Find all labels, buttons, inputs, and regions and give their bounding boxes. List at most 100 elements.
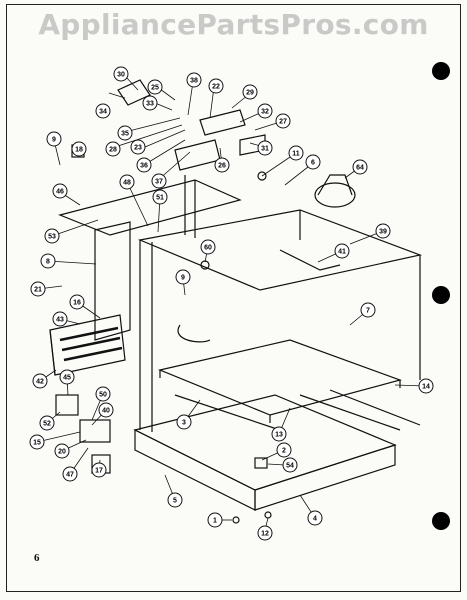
callout-label: 21 xyxy=(34,287,42,294)
callout-17: 17 xyxy=(91,462,107,478)
callout-label: 51 xyxy=(156,195,164,202)
callout-label: 32 xyxy=(261,109,269,116)
callout-label: 30 xyxy=(117,72,125,79)
callout-9: 9 xyxy=(175,269,191,285)
callout-15: 15 xyxy=(29,434,45,450)
callout-21: 21 xyxy=(30,281,46,297)
callout-label: 41 xyxy=(338,249,346,256)
callout-label: 6 xyxy=(311,160,315,167)
callout-50: 50 xyxy=(95,386,111,402)
callout-47: 47 xyxy=(62,466,78,482)
callout-32: 32 xyxy=(257,103,273,119)
callout-label: 22 xyxy=(212,84,220,91)
page-number: 6 xyxy=(34,552,40,564)
callout-label: 25 xyxy=(151,85,159,92)
callout-label: 36 xyxy=(140,163,148,170)
callout-label: 20 xyxy=(58,449,66,456)
callout-label: 18 xyxy=(75,147,83,154)
callout-11: 11 xyxy=(288,145,304,161)
callout-16: 16 xyxy=(69,294,85,310)
callout-label: 15 xyxy=(33,440,41,447)
callout-52: 52 xyxy=(39,415,55,431)
callout-9: 9 xyxy=(46,131,62,147)
callout-45: 45 xyxy=(59,369,75,385)
callout-30: 30 xyxy=(113,66,129,82)
callout-51: 51 xyxy=(152,189,168,205)
callout-label: 38 xyxy=(190,78,198,85)
callout-label: 7 xyxy=(366,308,370,315)
callout-label: 64 xyxy=(356,165,364,172)
callout-46: 46 xyxy=(52,183,68,199)
callout-label: 5 xyxy=(173,498,177,505)
callout-label: 13 xyxy=(275,432,283,439)
callout-label: 31 xyxy=(261,146,269,153)
callout-label: 12 xyxy=(261,531,269,538)
callout-2: 2 xyxy=(276,442,292,458)
callout-label: 48 xyxy=(123,180,131,187)
callout-label: 9 xyxy=(181,275,185,282)
fan-shroud xyxy=(314,182,356,208)
callout-3: 3 xyxy=(176,414,192,430)
callout-label: 29 xyxy=(246,90,254,97)
callout-27: 27 xyxy=(275,113,291,129)
callout-label: 11 xyxy=(292,151,300,158)
callout-34: 34 xyxy=(95,103,111,119)
callout-label: 45 xyxy=(63,375,71,382)
callout-43: 43 xyxy=(52,311,68,327)
callout-label: 46 xyxy=(56,189,64,196)
callout-60: 60 xyxy=(200,239,216,255)
callout-label: 54 xyxy=(286,463,294,470)
callout-label: 8 xyxy=(46,259,50,266)
callout-label: 42 xyxy=(36,379,44,386)
binder-hole-bottom xyxy=(432,512,450,530)
callout-53: 53 xyxy=(44,228,60,244)
rear-bracket xyxy=(58,179,242,236)
callout-13: 13 xyxy=(271,426,287,442)
callout-29: 29 xyxy=(242,84,258,100)
callout-label: 53 xyxy=(48,234,56,241)
callout-label: 1 xyxy=(213,518,217,525)
callout-39: 39 xyxy=(375,223,391,239)
callout-label: 40 xyxy=(102,408,110,415)
callout-18: 18 xyxy=(71,141,87,157)
callout-label: 17 xyxy=(95,468,103,475)
callout-label: 26 xyxy=(218,163,226,170)
callout-41: 41 xyxy=(334,243,350,259)
callout-label: 39 xyxy=(379,229,387,236)
callout-42: 42 xyxy=(32,373,48,389)
callout-label: 28 xyxy=(109,147,117,154)
left-side-plate xyxy=(94,221,131,341)
callout-label: 35 xyxy=(121,131,129,138)
binder-hole-top xyxy=(432,62,450,80)
callout-label: 23 xyxy=(134,145,142,152)
callout-label: 43 xyxy=(56,317,64,324)
callout-label: 14 xyxy=(422,384,430,391)
callout-label: 9 xyxy=(52,137,56,144)
callout-36: 36 xyxy=(136,157,152,173)
callout-label: 3 xyxy=(182,420,186,427)
callout-6: 6 xyxy=(305,154,321,170)
callout-14: 14 xyxy=(418,378,434,394)
base-pan xyxy=(133,394,397,491)
callout-label: 50 xyxy=(99,392,107,399)
callout-38: 38 xyxy=(186,72,202,88)
callout-22: 22 xyxy=(208,78,224,94)
callout-4: 4 xyxy=(307,510,323,526)
callout-35: 35 xyxy=(117,125,133,141)
callout-1: 1 xyxy=(207,512,223,528)
callout-48: 48 xyxy=(119,174,135,190)
callout-label: 16 xyxy=(73,300,81,307)
callout-label: 27 xyxy=(279,119,287,126)
callout-64: 64 xyxy=(352,159,368,175)
callout-54: 54 xyxy=(282,457,298,473)
page-border xyxy=(6,4,461,592)
callout-7: 7 xyxy=(360,302,376,318)
callout-label: 52 xyxy=(43,421,51,428)
callout-label: 4 xyxy=(313,516,317,523)
callout-8: 8 xyxy=(40,253,56,269)
callout-label: 33 xyxy=(146,101,154,108)
binder-hole-middle xyxy=(432,286,450,304)
